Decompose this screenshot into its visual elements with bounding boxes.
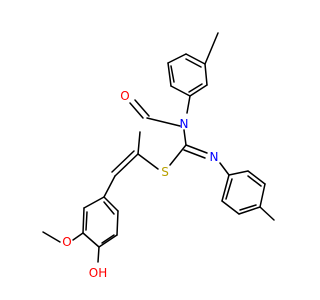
- bond: [103, 201, 115, 215]
- bond: [204, 63, 208, 86]
- bond: [225, 178, 233, 200]
- bond: [219, 162, 230, 176]
- atom-label-ring-sulfur: S: [161, 165, 169, 179]
- bond: [238, 206, 261, 215]
- bond: [137, 131, 141, 155]
- bond: [170, 85, 191, 97]
- bond: [228, 170, 249, 176]
- bond: [137, 153, 159, 170]
- bond: [183, 129, 187, 146]
- bond: [97, 246, 100, 263]
- bond: [247, 175, 262, 187]
- bond: [103, 175, 116, 198]
- bond: [83, 196, 105, 209]
- bond: [111, 150, 135, 173]
- bond: [221, 174, 230, 202]
- bond: [167, 62, 172, 87]
- bond: [134, 99, 150, 117]
- bond: [170, 65, 175, 83]
- bond: [146, 117, 181, 127]
- structure-canvas: O N S N O OH: [42, 32, 275, 280]
- molecule-structure: O N S N O OH: [42, 32, 275, 280]
- bond: [116, 210, 119, 236]
- bond: [221, 200, 240, 215]
- bond: [247, 170, 266, 185]
- atom-label-ring-nitrogen: N: [180, 117, 189, 131]
- bond: [103, 196, 119, 212]
- bond: [101, 234, 115, 244]
- bond: [188, 83, 203, 93]
- bond: [82, 207, 85, 234]
- bond: [72, 232, 84, 241]
- bond: [114, 153, 139, 177]
- bond: [98, 234, 118, 248]
- bond: [185, 58, 202, 68]
- bond: [189, 84, 208, 97]
- atom-label-carbonyl-oxygen: O: [120, 89, 129, 103]
- bond: [169, 144, 187, 166]
- atom-label-methoxy-oxygen: O: [62, 235, 71, 249]
- bond: [259, 183, 266, 208]
- atom-label-hydroxyl: OH: [89, 266, 107, 280]
- bond: [167, 53, 187, 64]
- bond: [185, 53, 206, 65]
- bond: [259, 206, 275, 221]
- atom-labels: O N S N O OH: [62, 89, 218, 280]
- bond: [42, 231, 61, 243]
- bond: [186, 95, 191, 114]
- bond: [185, 144, 208, 154]
- atom-label-imine-nitrogen: N: [210, 150, 219, 164]
- bond: [183, 149, 206, 159]
- bond: [85, 211, 88, 231]
- bonds: [42, 32, 275, 263]
- bond: [129, 102, 144, 119]
- bond: [239, 204, 257, 211]
- bond: [82, 232, 100, 248]
- bond: [204, 32, 219, 65]
